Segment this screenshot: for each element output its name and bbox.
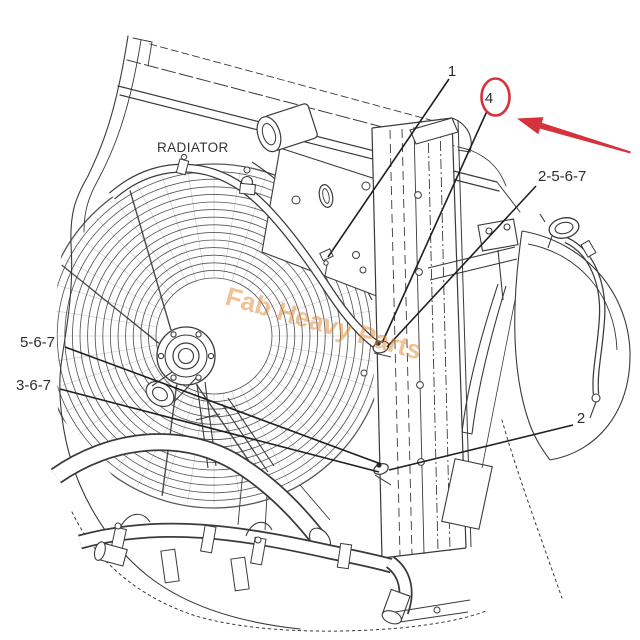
leader-line-3-6-7 [59,388,380,473]
callout-5-6-7: 5-6-7 [20,334,55,351]
component-label: RADIATOR [157,140,229,155]
leader-line-4 [381,110,488,344]
upper-hose [109,153,381,350]
leader-line-2 [388,424,574,471]
pivot-cylinder [256,103,318,153]
callout-2: 2 [577,410,585,427]
leader-line-1 [327,78,450,258]
callout-1: 1 [448,63,456,80]
radiator-core [359,117,472,559]
callout-3-6-7: 3-6-7 [16,377,51,394]
fan-hub [145,326,275,473]
callout-4: 4 [485,90,493,107]
highlight-arrow-icon [517,117,631,154]
leader-line-2-5-6-7 [386,185,537,348]
inlet-fitting [372,340,392,358]
panel-top-bracket [409,117,472,153]
callout-2-5-6-7: 2-5-6-7 [538,168,586,185]
leader-line-5-6-7 [64,346,382,465]
highlight-circle [480,77,511,117]
right-side-structure [427,213,631,530]
lower-hoses [50,433,471,625]
